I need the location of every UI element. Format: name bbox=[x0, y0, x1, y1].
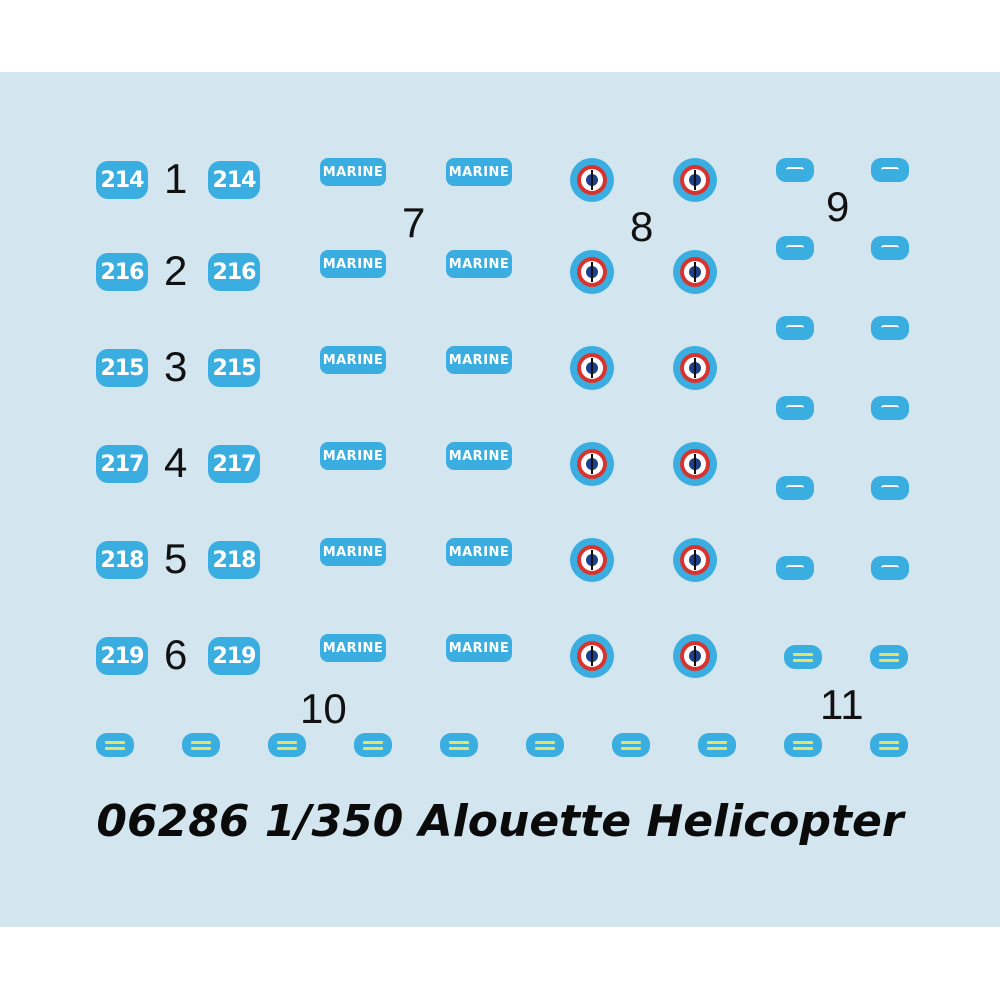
french-navy-roundel-icon bbox=[673, 158, 717, 202]
code-decal: 218 bbox=[96, 541, 148, 579]
small-marking-icon bbox=[871, 158, 909, 182]
yellow-stripe-icon bbox=[182, 733, 220, 757]
french-navy-roundel-icon bbox=[673, 634, 717, 678]
marine-decal: MARINE bbox=[320, 346, 386, 374]
small-marking-icon bbox=[776, 158, 814, 182]
code-decal: 217 bbox=[208, 445, 260, 483]
french-navy-roundel-icon bbox=[673, 442, 717, 486]
decal-index: 4 bbox=[164, 439, 188, 486]
marine-decal: MARINE bbox=[446, 346, 512, 374]
french-navy-roundel-icon bbox=[673, 538, 717, 582]
yellow-stripe-icon bbox=[354, 733, 392, 757]
yellow-stripe-icon bbox=[526, 733, 564, 757]
small-marking-icon bbox=[871, 396, 909, 420]
small-marking-icon bbox=[776, 396, 814, 420]
yellow-stripe-icon bbox=[784, 645, 822, 669]
marine-decal: MARINE bbox=[320, 158, 386, 186]
code-decal: 219 bbox=[208, 637, 260, 675]
decal-index: 2 bbox=[164, 247, 188, 294]
marine-decal: MARINE bbox=[446, 158, 512, 186]
group-label-11: 11 bbox=[820, 681, 864, 728]
marine-decal: MARINE bbox=[320, 250, 386, 278]
code-decal: 214 bbox=[96, 161, 148, 199]
decal-index: 3 bbox=[164, 343, 188, 390]
code-decal: 215 bbox=[96, 349, 148, 387]
decal-index: 6 bbox=[164, 631, 188, 678]
yellow-stripe-icon bbox=[440, 733, 478, 757]
code-decal: 216 bbox=[208, 253, 260, 291]
marine-decal: MARINE bbox=[446, 442, 512, 470]
code-decal: 218 bbox=[208, 541, 260, 579]
yellow-stripe-icon bbox=[784, 733, 822, 757]
marine-decal: MARINE bbox=[446, 250, 512, 278]
decal-index: 1 bbox=[164, 155, 188, 202]
french-navy-roundel-icon bbox=[570, 346, 614, 390]
marine-decal: MARINE bbox=[446, 538, 512, 566]
group-label-8: 8 bbox=[630, 203, 654, 250]
small-marking-icon bbox=[871, 556, 909, 580]
yellow-stripe-icon bbox=[698, 733, 736, 757]
yellow-stripe-icon bbox=[870, 733, 908, 757]
small-marking-icon bbox=[776, 316, 814, 340]
yellow-stripe-icon bbox=[870, 645, 908, 669]
code-decal: 216 bbox=[96, 253, 148, 291]
small-marking-icon bbox=[776, 236, 814, 260]
french-navy-roundel-icon bbox=[673, 346, 717, 390]
yellow-stripe-icon bbox=[268, 733, 306, 757]
french-navy-roundel-icon bbox=[570, 250, 614, 294]
small-marking-icon bbox=[776, 556, 814, 580]
code-decal: 214 bbox=[208, 161, 260, 199]
small-marking-icon bbox=[871, 476, 909, 500]
french-navy-roundel-icon bbox=[673, 250, 717, 294]
marine-decal: MARINE bbox=[320, 634, 386, 662]
french-navy-roundel-icon bbox=[570, 538, 614, 582]
group-label-9: 9 bbox=[826, 183, 850, 230]
sheet-title: 06286 1/350 Alouette Helicopter bbox=[96, 796, 904, 847]
french-navy-roundel-icon bbox=[570, 634, 614, 678]
french-navy-roundel-icon bbox=[570, 158, 614, 202]
group-label-10: 10 bbox=[300, 685, 347, 732]
marine-decal: MARINE bbox=[320, 538, 386, 566]
yellow-stripe-icon bbox=[96, 733, 134, 757]
small-marking-icon bbox=[871, 236, 909, 260]
yellow-stripe-icon bbox=[612, 733, 650, 757]
code-decal: 215 bbox=[208, 349, 260, 387]
marine-decal: MARINE bbox=[320, 442, 386, 470]
marine-decal: MARINE bbox=[446, 634, 512, 662]
decal-index: 5 bbox=[164, 535, 188, 582]
small-marking-icon bbox=[776, 476, 814, 500]
code-decal: 219 bbox=[96, 637, 148, 675]
code-decal: 217 bbox=[96, 445, 148, 483]
small-marking-icon bbox=[871, 316, 909, 340]
french-navy-roundel-icon bbox=[570, 442, 614, 486]
group-label-7: 7 bbox=[402, 199, 426, 246]
